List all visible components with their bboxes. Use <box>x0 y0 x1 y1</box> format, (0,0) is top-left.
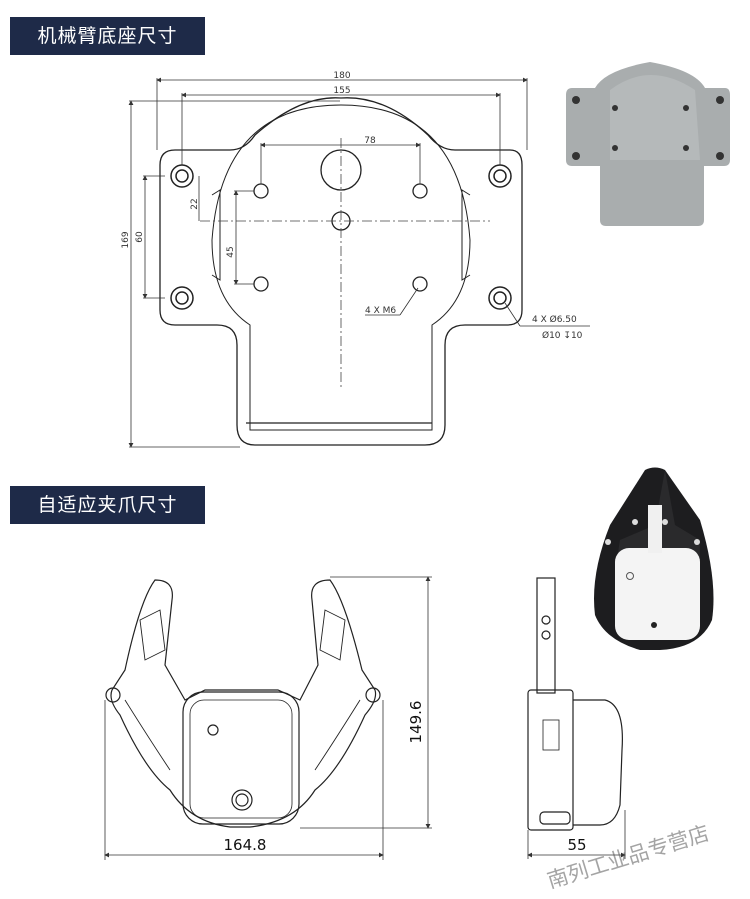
note-holes: 4 X Ø6.50 <box>532 314 577 325</box>
dim-60: 60 <box>135 231 145 243</box>
note-counterbore: Ø10 ↧10 <box>542 330 583 341</box>
dim-22: 22 <box>190 198 200 209</box>
gripper-photo <box>594 467 714 650</box>
dim-55: 55 <box>567 836 586 854</box>
gripper-side-drawing <box>527 577 626 859</box>
dim-169: 169 <box>121 231 131 248</box>
section-title-base: 机械臂底座尺寸 <box>10 17 205 55</box>
dim-180: 180 <box>333 71 350 81</box>
dim-149-6: 149.6 <box>407 701 425 744</box>
dim-78: 78 <box>364 136 376 146</box>
base-plate-drawing <box>128 77 590 448</box>
base-plate-photo <box>566 62 730 226</box>
dim-155: 155 <box>333 86 350 96</box>
dim-164-8: 164.8 <box>224 836 267 854</box>
gripper-front-drawing <box>104 576 432 860</box>
dim-45: 45 <box>226 246 236 257</box>
note-threads: 4 X M6 <box>365 306 396 316</box>
section-title-gripper: 自适应夹爪尺寸 <box>10 486 205 524</box>
